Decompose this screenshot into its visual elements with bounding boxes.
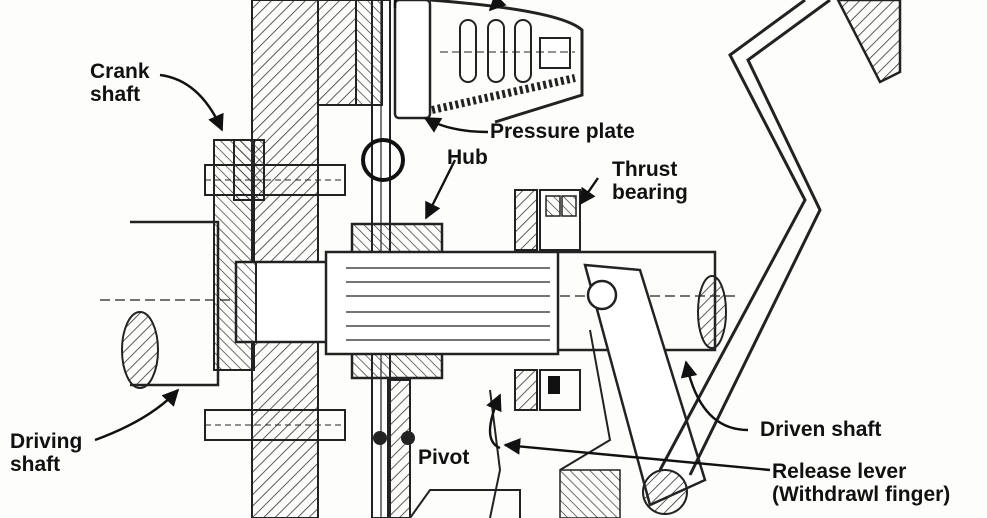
leader-lines — [94, 0, 771, 472]
label-thrust-bearing: Thrust bearing — [612, 158, 688, 204]
label-crank-shaft-line2: shaft — [90, 83, 141, 106]
label-pivot: Pivot — [418, 446, 470, 469]
thrust-bearing — [514, 189, 581, 411]
label-pressure-plate: Pressure plate — [490, 120, 635, 143]
label-driving-shaft-line1: Driving — [10, 430, 83, 453]
label-thrust-bearing-line1: Thrust — [612, 158, 678, 181]
splined-shaft — [324, 250, 560, 356]
label-crank-shaft-line1: Crank — [90, 60, 150, 83]
label-release-lever: Release lever (Withdrawl finger) — [772, 460, 950, 506]
label-driving-shaft-line2: shaft — [10, 453, 61, 476]
label-driving-shaft: Driving shaft — [10, 430, 82, 476]
driving-shaft — [100, 220, 330, 389]
label-hub: Hub — [447, 146, 488, 169]
crank-shaft-flange — [204, 139, 346, 441]
label-release-lever-line2: (Withdrawl finger) — [772, 483, 951, 506]
pressure-plate-assembly — [355, 0, 584, 124]
pedal-linkage — [658, 0, 902, 476]
label-release-lever-line1: Release lever — [772, 460, 907, 483]
label-thrust-bearing-line2: bearing — [612, 181, 688, 204]
spigot — [234, 260, 338, 344]
clutch-ring — [361, 138, 405, 182]
flywheel — [251, 0, 357, 518]
label-crank-shaft: Crank shaft — [90, 60, 150, 106]
label-driven-shaft: Driven shaft — [760, 418, 882, 441]
